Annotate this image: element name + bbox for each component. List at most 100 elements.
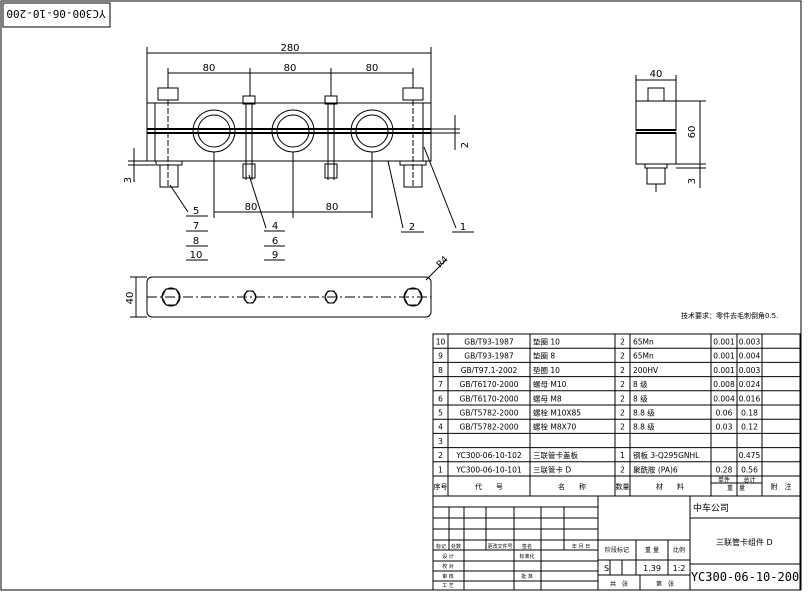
- balloon-10: 10: [190, 250, 203, 261]
- bom-total-weight: 0.016: [739, 394, 761, 403]
- bom-qty: 2: [620, 366, 625, 375]
- dim-80-b: 80: [284, 63, 297, 74]
- technical-note: 技术要求：零件去毛刺倒角0.5.: [681, 311, 778, 320]
- bom-material: 8.8 级: [633, 422, 655, 432]
- bom-unit-weight: 0.001: [713, 366, 735, 375]
- balloon-5: 5: [193, 206, 199, 217]
- side-view: [635, 75, 706, 192]
- bom-code: GB/T6170-2000: [460, 394, 519, 403]
- bom-header-no: 序号: [434, 482, 448, 491]
- bom-total-weight: 0.004: [739, 352, 761, 361]
- bom-unit-weight: 0.004: [713, 394, 735, 403]
- dim-3: 3: [123, 177, 134, 183]
- bom-code: GB/T6170-2000: [460, 380, 519, 389]
- label-date: 年 月 日: [572, 543, 590, 550]
- front-view: [128, 47, 474, 261]
- bom-header-weight: 重 量: [727, 484, 745, 492]
- side-dim-3: 3: [687, 178, 698, 184]
- label-sign: 签名: [522, 543, 532, 550]
- drawing-number: YC300-06-10-200: [691, 570, 799, 584]
- bom-no: 8: [438, 366, 443, 375]
- bom-no: 6: [438, 394, 443, 403]
- bom-material: 65Mn: [633, 352, 654, 361]
- bom-qty: 2: [620, 394, 625, 403]
- bom-name: 三联管卡盖板: [533, 450, 578, 460]
- bom-name: 螺栓 M8X70: [533, 422, 577, 432]
- bom-material: 8.8 级: [633, 408, 655, 418]
- bom-header-name: 名 称: [558, 482, 586, 491]
- bom-no: 10: [436, 338, 446, 347]
- dim-80-d: 80: [245, 202, 258, 213]
- bom-qty: 2: [620, 338, 625, 347]
- bom-header-qty: 数量: [616, 482, 630, 491]
- balloon-8: 8: [193, 236, 199, 247]
- bom-unit-weight: 0.06: [716, 409, 733, 418]
- bom-grid: [432, 334, 801, 496]
- bom-unit-weight: 0.03: [716, 423, 733, 432]
- bom-name: 螺母 M8: [533, 393, 562, 403]
- bom-total-weight: 0.18: [741, 409, 758, 418]
- bom-header-material: 材 料: [656, 482, 684, 491]
- dim-280: 280: [280, 43, 299, 54]
- label-sheets-total: 共 张: [610, 580, 628, 588]
- title-block-text: 中车公司 三联管卡组件 D YC300-06-10-200 S 1.39 1:2…: [436, 502, 799, 589]
- side-view-dims: 40 60 3: [650, 69, 698, 184]
- bom-no: 2: [438, 451, 443, 460]
- dim-80-c: 80: [366, 63, 379, 74]
- bom-no: 9: [438, 352, 443, 361]
- label-sheet-no: 第 张: [656, 580, 674, 588]
- bom-material: 200HV: [633, 366, 659, 375]
- label-weight: 重 量: [645, 546, 659, 554]
- dim-2: 2: [460, 142, 471, 148]
- dim-80-a: 80: [203, 63, 216, 74]
- bottom-view: [130, 259, 447, 318]
- bom-name: 垫圈 8: [533, 351, 555, 361]
- bom-unit-weight: 0.001: [713, 352, 735, 361]
- label-count: 处数: [451, 543, 461, 550]
- title-block: [432, 495, 801, 591]
- bom-qty: 2: [620, 465, 625, 474]
- bom-unit-weight: 0.001: [713, 338, 735, 347]
- bom-code: YC300-06-10-102: [455, 451, 521, 460]
- bom-unit-weight: 0.008: [713, 380, 735, 389]
- bom-qty: 1: [620, 451, 625, 460]
- bom-code: GB/T93-1987: [464, 338, 514, 347]
- bom-qty: 2: [620, 423, 625, 432]
- bom-code: YC300-06-10-101: [455, 465, 521, 474]
- bom-header-code: 代 号: [475, 482, 503, 491]
- label-change-doc: 更改文件号: [487, 543, 512, 550]
- bom-total-weight: 0.56: [741, 465, 758, 474]
- bom-name: 螺母 M10: [533, 379, 567, 389]
- bom-no: 1: [438, 465, 443, 474]
- bom-name: 螺栓 M10X85: [533, 408, 581, 418]
- bom-material: 8 级: [633, 379, 648, 389]
- company: 中车公司: [693, 502, 729, 514]
- drawing-number-flipped: YC300-06-10-200: [6, 7, 105, 20]
- bom-name: 垫圈 10: [533, 337, 560, 347]
- bom-material: 8 级: [633, 393, 648, 403]
- balloon-2: 2: [409, 222, 415, 233]
- bom-code: GB/T97.1-2002: [461, 366, 518, 375]
- bom-name: 三联管卡 D: [533, 464, 571, 474]
- label-design: 设 计: [442, 553, 454, 560]
- label-mark: 标记: [436, 543, 446, 550]
- bom-qty: 2: [620, 409, 625, 418]
- label-std: 标准化: [519, 553, 534, 560]
- part-name: 三联管卡组件 D: [716, 537, 773, 547]
- bom-total-weight: 0.003: [739, 366, 761, 375]
- balloon-9: 9: [272, 250, 278, 261]
- bom-material: 65Mn: [633, 338, 654, 347]
- plate-dim-40: 40: [125, 292, 136, 305]
- drawing-number-box: YC300-06-10-200: [2, 2, 111, 28]
- bom-material: 聚酰胺 (PA)6: [633, 464, 678, 474]
- balloon-1: 1: [460, 222, 466, 233]
- weight: 1.39: [643, 564, 661, 573]
- balloon-4: 4: [272, 221, 278, 232]
- bom-no: 7: [438, 380, 443, 389]
- bom-no: 3: [438, 437, 443, 446]
- bom-header-remark: 附 注: [771, 482, 792, 491]
- label-stage: 阶段标记: [605, 546, 629, 554]
- bom-unit-weight: 0.28: [716, 465, 733, 474]
- front-view-dims: 280 80 80 80 80 80 2 3 5 7 8 10 4 6 9 2 …: [123, 43, 471, 261]
